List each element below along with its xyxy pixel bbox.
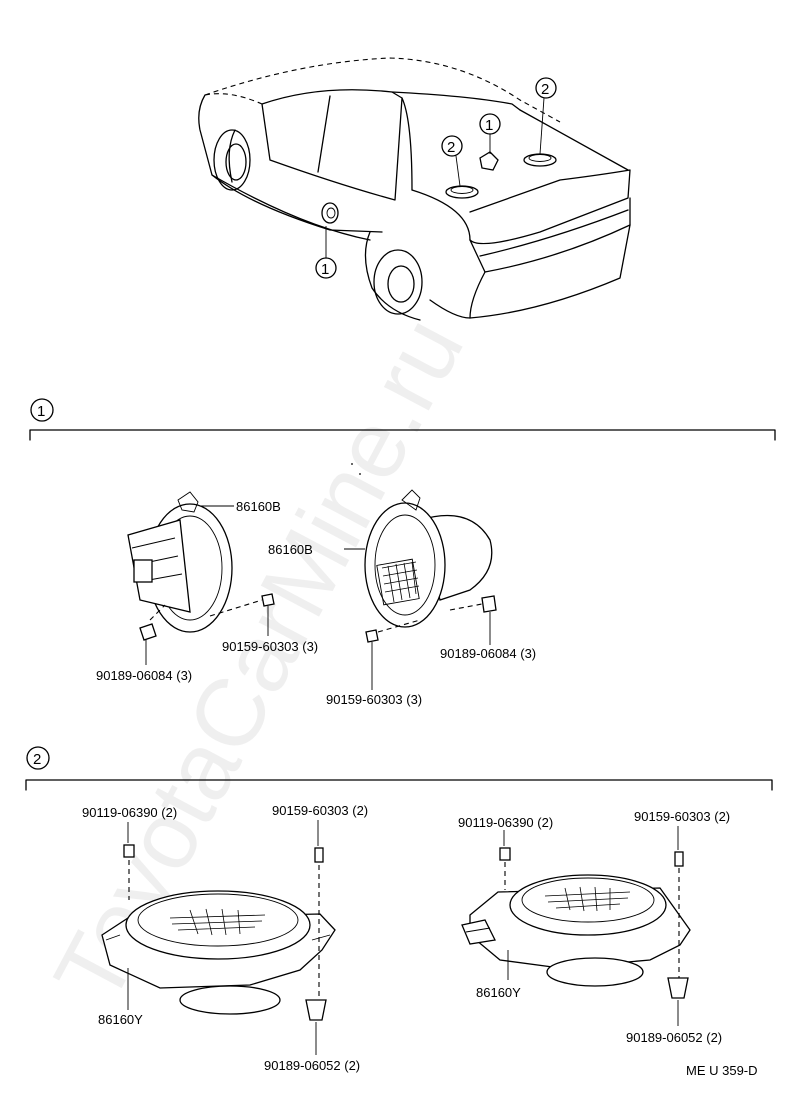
section-2-marker: 2 [33, 751, 41, 768]
diagram-code: ME U 359-D [686, 1063, 758, 1078]
label-90189-06084-s1-right: 90189-06084 (3) [440, 646, 536, 661]
left-door-speaker [127, 491, 275, 665]
callout-1-rear: 1 [485, 117, 493, 134]
callout-2-right: 2 [541, 81, 549, 98]
label-86160y-left: 86160Y [98, 1012, 143, 1027]
label-90159-60303-s2-right: 90159-60303 (2) [634, 809, 730, 824]
label-90159-60303-s2-left: 90159-60303 (2) [272, 803, 368, 818]
label-86160b-right: 86160B [268, 542, 313, 557]
label-90119-06390-right: 90119-06390 (2) [458, 815, 553, 830]
label-86160b-left: 86160B [236, 499, 281, 514]
label-86160y-right: 86160Y [476, 985, 521, 1000]
section-1-marker: 1 [37, 403, 45, 420]
label-90189-06052-left: 90189-06052 (2) [264, 1058, 360, 1073]
section-2: 2 90119-06390 (2) 90159-60303 (2) 86160Y… [25, 746, 773, 1073]
label-90189-06052-right: 90189-06052 (2) [626, 1030, 722, 1045]
right-rear-speaker [461, 826, 691, 1026]
car-overview: 1 2 1 2 [198, 57, 631, 321]
callout-2-left: 2 [447, 139, 455, 156]
label-90119-06390-left: 90119-06390 (2) [82, 805, 177, 820]
callout-1-front: 1 [321, 261, 329, 278]
label-90159-60303-s1-right: 90159-60303 (3) [326, 692, 422, 707]
label-90159-60303-s1-left: 90159-60303 (3) [222, 639, 318, 654]
label-90189-06084-s1-left: 90189-06084 (3) [96, 668, 192, 683]
section-1: 1 86160B 90159-60303 (3) 90189-06084 (3) [29, 398, 776, 707]
left-rear-speaker [101, 820, 336, 1055]
right-door-speaker [344, 489, 497, 690]
